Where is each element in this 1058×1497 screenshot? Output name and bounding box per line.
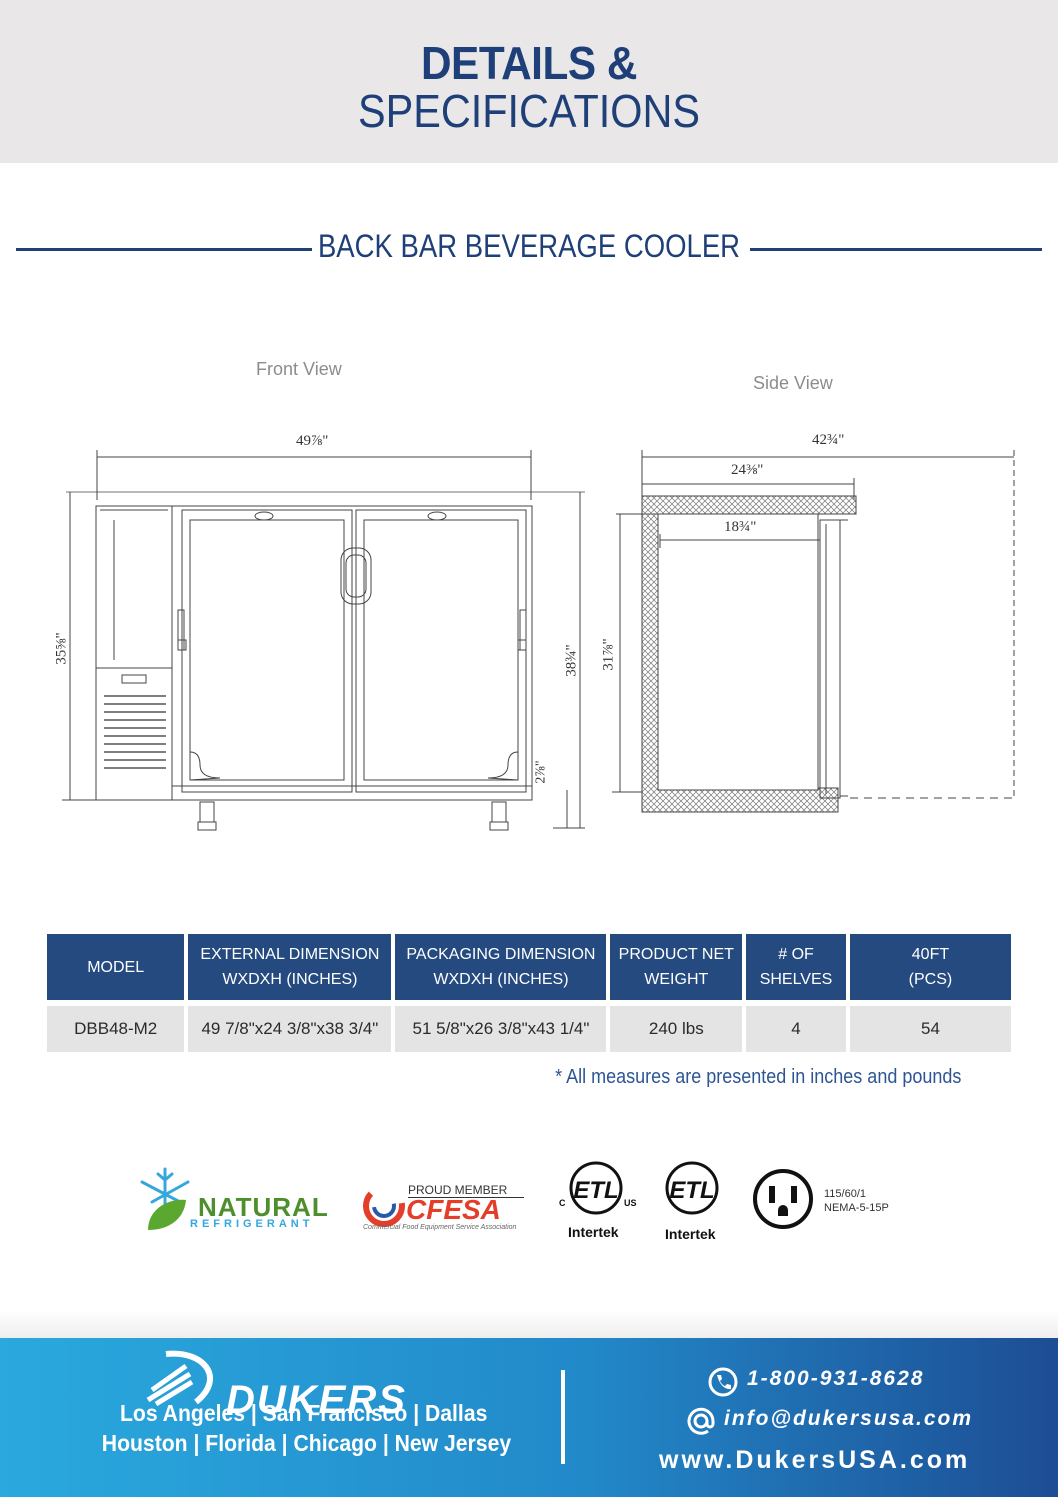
etl-sanitation-icon: ETL (665, 1161, 719, 1215)
intertek-label-1: Intertek (568, 1224, 619, 1240)
cell-shelves: 4 (746, 1000, 846, 1052)
side-view-label: Side View (753, 373, 833, 393)
front-view-label: Front View (256, 359, 342, 379)
plug-voltage: 115/60/1 (824, 1188, 867, 1200)
dim-front-width: 49⅞" (296, 433, 329, 449)
measurement-note: * All measures are presented in inches a… (554, 1066, 961, 1088)
plug-nema: NEMA-5-15P (824, 1202, 889, 1214)
svg-text:ETL: ETL (573, 1177, 618, 1204)
section-rule-left (16, 248, 312, 251)
cities-line1: Los Angeles | San Francisco | Dallas (119, 1400, 488, 1426)
email-address[interactable]: info@dukersusa.com (724, 1407, 974, 1430)
section-rule-right (750, 248, 1042, 251)
technical-drawing (62, 450, 1015, 831)
snowflake-leaf-icon (140, 1167, 190, 1230)
cell-net-weight: 240 lbs (610, 1000, 743, 1052)
footer-shadow (0, 1310, 1058, 1338)
table-row: DBB48-M2 49 7/8"x24 3/8"x38 3/4" 51 5/8"… (47, 1000, 1011, 1052)
intertek-label-2: Intertek (665, 1226, 716, 1242)
refrigerant-text: REFRIGERANT (190, 1218, 314, 1230)
cell-model: DBB48-M2 (47, 1000, 185, 1052)
plug-outlet-icon (753, 1169, 813, 1229)
cell-packaging-dimension: 51 5/8"x26 3/8"x43 1/4" (395, 1000, 607, 1052)
cfesa-proud-member: PROUD MEMBER (408, 1183, 524, 1198)
dim-front-height-right: 38¾" (563, 644, 580, 677)
dim-side-depth: 24⅜" (731, 462, 764, 478)
dim-front-height-left: 35⅝" (53, 632, 70, 665)
website-link[interactable]: www.DukersUSA.com (659, 1446, 971, 1474)
page-title-line1: DETAILS & (420, 37, 638, 89)
cfesa-swirl-icon (363, 1185, 405, 1227)
dim-side-height: 31⅞" (600, 638, 617, 671)
cfesa-subtitle: Commercial Food Equipment Service Associ… (363, 1224, 517, 1231)
footer-divider (561, 1370, 565, 1464)
svg-text:ETL: ETL (669, 1177, 714, 1204)
phone-icon (708, 1367, 738, 1397)
at-sign-icon (687, 1407, 715, 1435)
etl-c-mark: C (559, 1198, 566, 1208)
phone-number[interactable]: 1-800-931-8628 (747, 1367, 925, 1390)
dim-side-inner: 18¾" (724, 519, 757, 535)
cfesa-name: CFESA (406, 1194, 501, 1225)
dim-caster: 2⅞" (533, 760, 549, 784)
footer-band (0, 1338, 1058, 1497)
cities-line2: Houston | Florida | Chicago | New Jersey (101, 1430, 512, 1456)
cell-external-dimension: 49 7/8"x24 3/8"x38 3/4" (188, 1000, 392, 1052)
th-model: MODEL (47, 934, 185, 1000)
etl-us-mark: US (624, 1198, 637, 1208)
brand-name: DUKERS (226, 1378, 407, 1422)
page-title-line2: SPECIFICATIONS (358, 85, 700, 137)
cell-40ft: 54 (849, 1000, 1011, 1052)
section-title: BACK BAR BEVERAGE COOLER (317, 228, 741, 264)
dim-side-total: 42¾" (812, 432, 845, 448)
section-heading: BACK BAR BEVERAGE COOLER (0, 228, 1058, 268)
certification-logos: NATURAL REFRIGERANT PROUD MEMBER CFESA C… (0, 1150, 1058, 1250)
dukers-logo-icon (146, 1350, 213, 1406)
natural-refrigerant-text: NATURAL (198, 1192, 329, 1222)
th-40ft: 40FT(PCS) (849, 934, 1011, 1000)
header-band: DETAILS & SPECIFICATIONS (0, 0, 1058, 163)
etl-listed-icon: ETL (569, 1161, 623, 1215)
